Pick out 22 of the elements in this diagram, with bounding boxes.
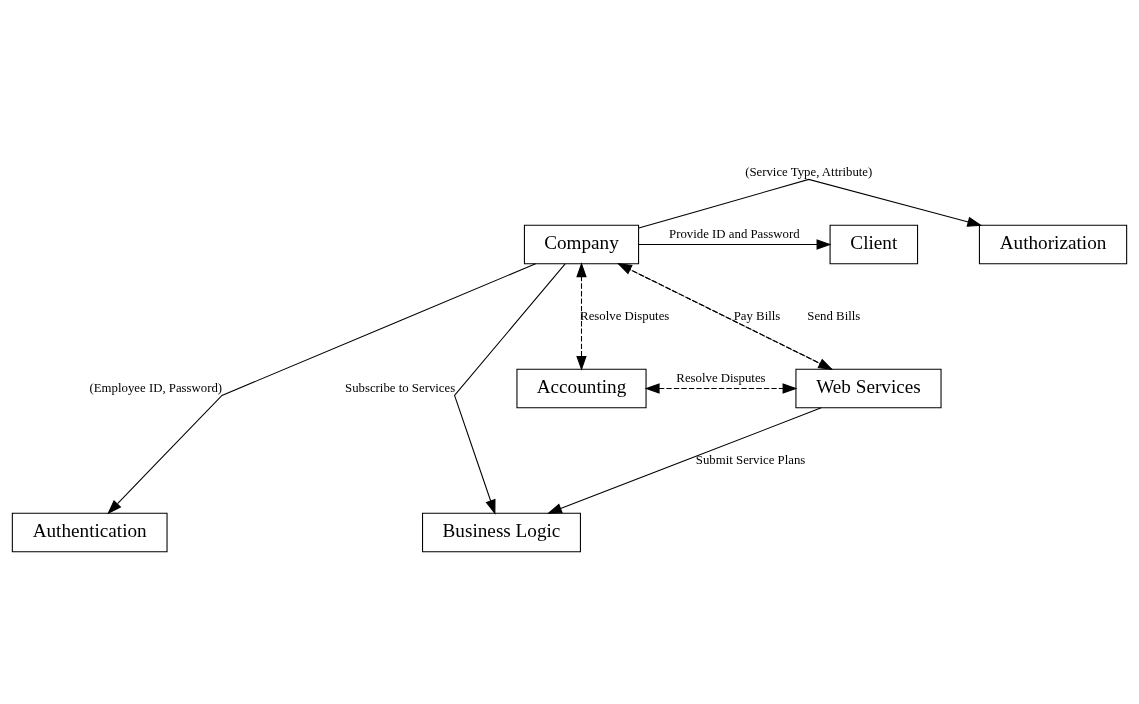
edge-label: Provide ID and Password — [669, 226, 800, 241]
node-box: Business Logic — [422, 512, 581, 552]
node-box: Authorization — [978, 224, 1128, 264]
edge-label: Send Bills — [807, 308, 861, 323]
arrow — [644, 382, 798, 394]
node-box: Company — [523, 224, 640, 264]
arrow — [454, 262, 566, 515]
arrow — [638, 238, 832, 250]
edge-label: Resolve Disputes — [676, 370, 766, 385]
node-box: Client — [829, 224, 919, 264]
arrow — [547, 406, 822, 514]
edge-label: Subscribe to Services — [345, 380, 456, 395]
arrow — [576, 261, 587, 371]
node-box: Web Services — [795, 368, 942, 408]
edge-label: Pay Bills — [733, 308, 781, 323]
edge-label: (Employee ID, Password) — [89, 380, 223, 395]
edge-label: (Service Type, Attribute) — [745, 164, 873, 179]
node-box: Accounting — [516, 368, 647, 408]
arrow — [107, 262, 537, 514]
edge-label: Submit Service Plans — [695, 452, 806, 467]
node-box: Authentication — [11, 512, 168, 552]
arrow — [638, 178, 983, 229]
